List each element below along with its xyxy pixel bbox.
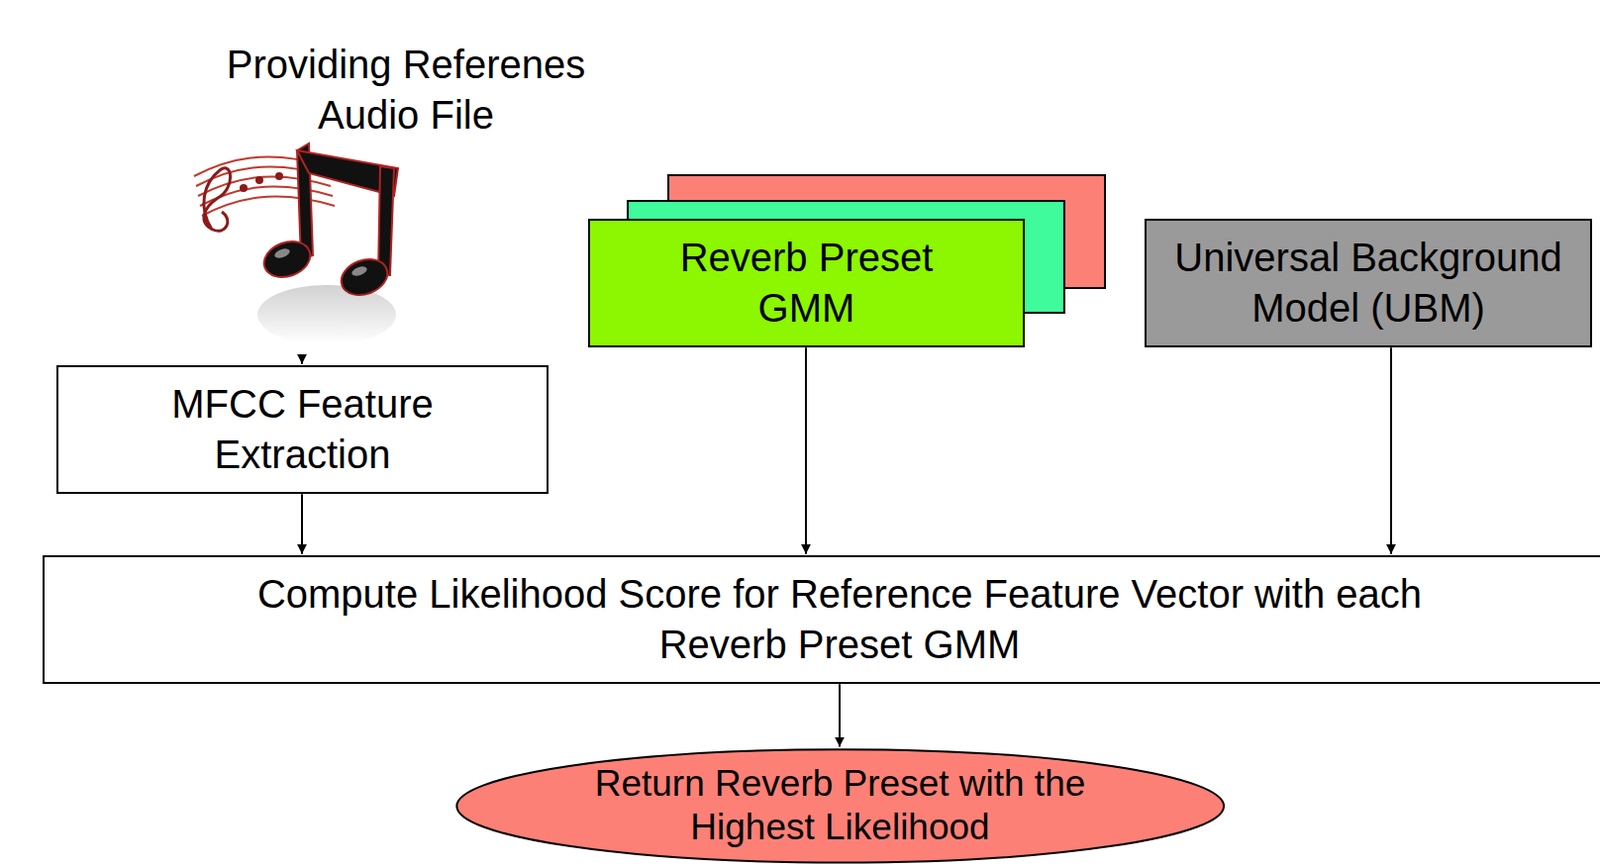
audio-file-icon-node: Providing Referenes Audio File [198, 39, 614, 357]
terminal-oval: Return Reverb Preset with the Highest Li… [454, 748, 1226, 865]
flow-arrow [300, 356, 303, 365]
node-label: Compute Likelihood Score for Reference F… [245, 569, 1434, 671]
flow-arrow [1390, 347, 1393, 555]
node-label: Universal Background Model (UBM) [1150, 232, 1587, 334]
music-icon [194, 143, 399, 345]
node-label: Reverb Preset GMM [643, 232, 971, 334]
flow-arrow [300, 494, 303, 555]
background-model-box: Universal Background Model (UBM) [1144, 218, 1593, 348]
flow-arrow [804, 347, 807, 555]
process-box: Compute Likelihood Score for Reference F… [42, 555, 1600, 685]
node-label: MFCC Feature Extraction [134, 379, 472, 481]
node-label: Providing Referenes Audio File [207, 39, 604, 141]
process-box: MFCC Feature Extraction [56, 365, 549, 495]
flow-arrow [838, 684, 841, 747]
node-label: Return Reverb Preset with the Highest Li… [593, 762, 1089, 851]
model-box: Reverb Preset GMM [588, 218, 1025, 348]
